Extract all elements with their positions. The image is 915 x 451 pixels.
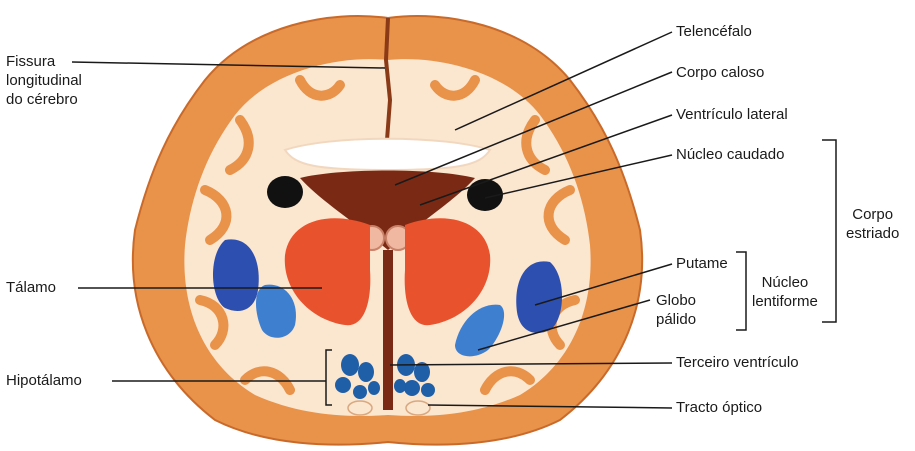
label-globo-palido: Globo pálido xyxy=(656,291,696,329)
third-ventricle xyxy=(383,250,393,410)
optic-tract-left xyxy=(348,401,372,415)
label-nucleo-lentiforme: Núcleo lentiforme xyxy=(752,273,818,311)
label-tracto-optico: Tracto óptico xyxy=(676,398,762,417)
label-terceiro-ventriculo: Terceiro ventrículo xyxy=(676,353,799,372)
label-talamo: Tálamo xyxy=(6,278,56,297)
label-corpo-estriado: Corpo estriado xyxy=(846,205,899,243)
label-putame: Putame xyxy=(676,254,728,273)
corpus-callosum xyxy=(285,139,490,170)
label-nucleo-caudado: Núcleo caudado xyxy=(676,145,784,164)
optic-tract-right xyxy=(406,401,430,415)
label-corpo-caloso: Corpo caloso xyxy=(676,63,764,82)
lateral-ventricle-left xyxy=(267,176,303,208)
label-ventriculo-lateral: Ventrículo lateral xyxy=(676,105,788,124)
label-telencefalo: Telencéfalo xyxy=(676,22,752,41)
label-fissura-longitudinal: Fissura longitudinal do cérebro xyxy=(6,52,82,109)
label-hipotalamo: Hipotálamo xyxy=(6,371,82,390)
